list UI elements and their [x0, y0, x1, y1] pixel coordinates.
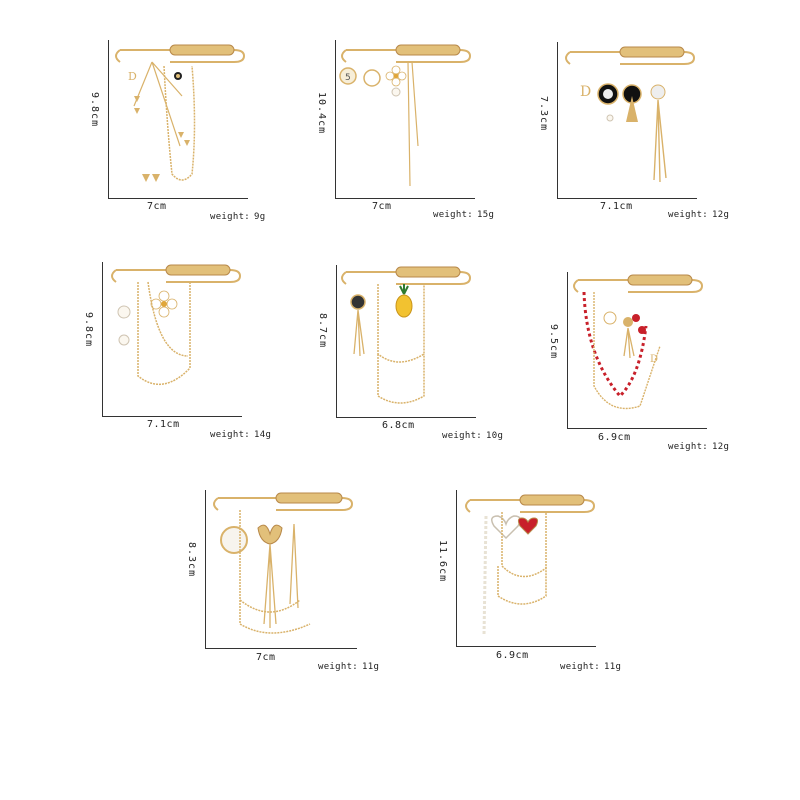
- width-label: 6.8cm: [382, 420, 415, 431]
- height-axis: [205, 490, 206, 648]
- width-axis: [557, 198, 697, 199]
- weight-label: weight:15g: [433, 210, 495, 220]
- height-axis: [102, 262, 103, 416]
- height-axis: [557, 42, 558, 198]
- brooch-image-butterfly: [213, 492, 354, 634]
- brooch-image-hearts: [465, 494, 596, 637]
- width-label: 6.9cm: [598, 432, 631, 443]
- brooch-image-daisy-pearl: [111, 264, 242, 386]
- width-label: 6.9cm: [496, 650, 529, 661]
- width-label: 7cm: [372, 201, 392, 212]
- weight-label: weight:12g: [668, 210, 730, 220]
- height-label: 8.3cm: [186, 542, 197, 578]
- height-axis: [335, 40, 336, 198]
- weight-label: weight:14g: [210, 430, 272, 440]
- height-label: 9.8cm: [83, 312, 94, 348]
- height-axis: [336, 265, 337, 417]
- width-axis: [108, 198, 248, 199]
- svg-text:D: D: [650, 354, 658, 365]
- brooch-image-red-beads: D: [573, 274, 704, 410]
- brooch-image-flower-pearl: 5: [339, 44, 472, 187]
- svg-text:D: D: [128, 70, 137, 83]
- height-axis: [456, 490, 457, 646]
- width-axis: [102, 416, 242, 417]
- weight-label: weight:11g: [318, 662, 380, 672]
- height-label: 11.6cm: [437, 540, 448, 583]
- height-label: 9.5cm: [548, 324, 559, 360]
- weight-label: weight:11g: [560, 662, 622, 672]
- svg-text:5: 5: [345, 73, 351, 83]
- width-label: 7cm: [147, 201, 167, 212]
- width-label: 7cm: [256, 652, 276, 663]
- width-label: 7.1cm: [600, 201, 633, 212]
- weight-label: weight:9g: [210, 212, 266, 222]
- height-label: 10.4cm: [316, 92, 327, 135]
- width-axis: [456, 646, 596, 647]
- height-label: 8.7cm: [317, 313, 328, 349]
- height-axis: [567, 272, 568, 428]
- weight-label: weight:12g: [668, 442, 730, 452]
- width-axis: [567, 428, 707, 429]
- brooch-image-pineapple: [341, 266, 472, 404]
- width-label: 7.1cm: [147, 419, 180, 430]
- svg-text:D: D: [580, 84, 591, 100]
- height-label: 9.8cm: [89, 92, 100, 128]
- height-label: 7.3cm: [538, 96, 549, 132]
- height-axis: [108, 40, 109, 198]
- brooch-image-bee-flags: D: [115, 44, 246, 182]
- weight-label: weight:10g: [442, 431, 504, 441]
- width-axis: [335, 198, 475, 199]
- brooch-image-d-tower: D: [565, 46, 696, 183]
- width-axis: [205, 648, 357, 649]
- width-axis: [336, 417, 476, 418]
